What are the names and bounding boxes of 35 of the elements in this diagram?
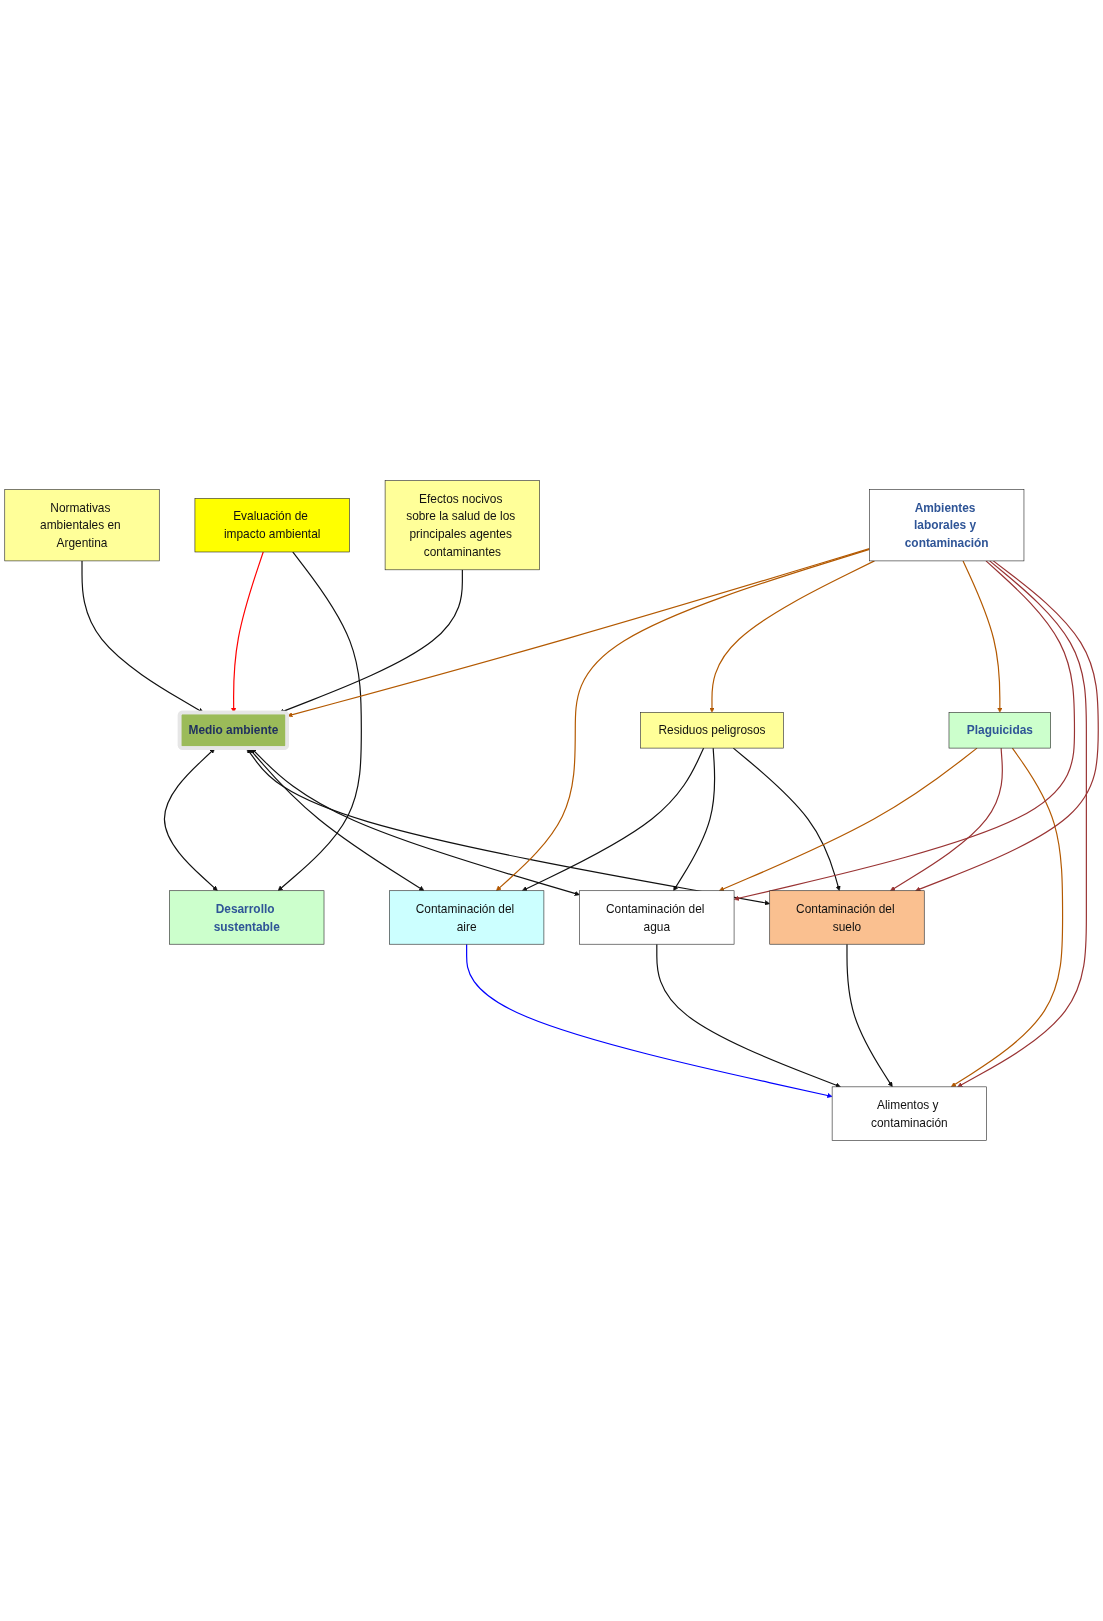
arrow bbox=[81, 560, 204, 713]
arrow bbox=[719, 747, 978, 892]
node-box: Contaminación del aire bbox=[389, 890, 545, 945]
arrow bbox=[890, 747, 1003, 891]
node-box: Desarrollo sustentable bbox=[169, 890, 325, 945]
arrow bbox=[249, 748, 425, 891]
arrow bbox=[251, 748, 580, 896]
node-box: Ambientes laborales y contaminación bbox=[869, 489, 1025, 562]
arrow bbox=[287, 548, 871, 718]
arrow bbox=[846, 943, 893, 1088]
arrow bbox=[732, 747, 841, 891]
arrow bbox=[733, 560, 1076, 901]
node-box: Normativas ambientales en Argentina bbox=[4, 489, 160, 562]
arrow bbox=[246, 748, 770, 906]
arrow bbox=[915, 560, 1099, 892]
node-box: Alimentos y contaminación bbox=[831, 1086, 987, 1141]
node-box: Evaluación de impacto ambiental bbox=[194, 498, 350, 553]
node-box: Efectos nocivos sobre la salud de los principales agentes contaminantes bbox=[384, 480, 540, 571]
arrow bbox=[709, 560, 876, 713]
arrow bbox=[957, 560, 1087, 1088]
arrow bbox=[962, 560, 1003, 713]
node-box: Contaminación del suelo bbox=[769, 890, 925, 945]
node-box: Contaminación del agua bbox=[579, 890, 735, 945]
arrow bbox=[656, 943, 841, 1088]
arrow bbox=[279, 569, 463, 714]
arrow bbox=[163, 748, 218, 891]
arrow bbox=[673, 747, 716, 891]
node-box: Plaguicidas bbox=[948, 712, 1051, 749]
node-box: Residuos peligrosos bbox=[640, 712, 784, 749]
arrow bbox=[231, 551, 264, 713]
arrow bbox=[521, 747, 705, 892]
arrow bbox=[496, 548, 871, 891]
arrow bbox=[277, 551, 362, 891]
arrow bbox=[466, 943, 833, 1098]
arrow bbox=[950, 747, 1064, 1088]
